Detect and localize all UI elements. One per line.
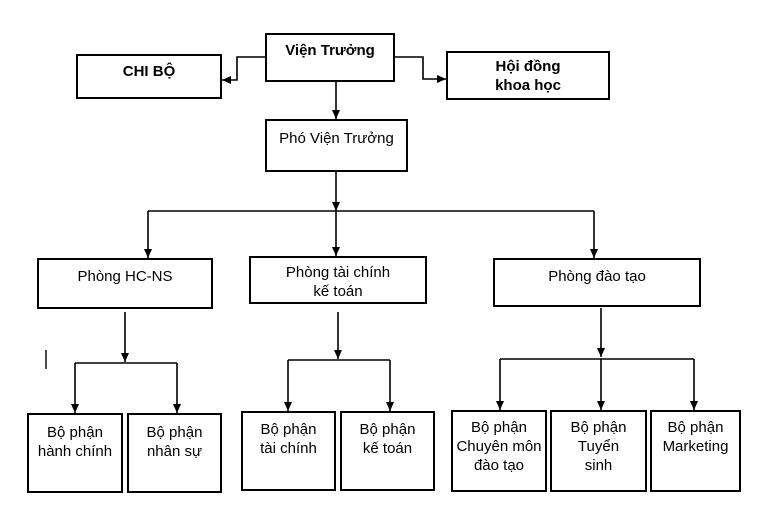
node-pho-vien-truong-label: Phó Viện Trưởng (279, 130, 394, 147)
node-vien-truong-label: Viện Trưởng (285, 42, 375, 59)
node-phong-dao-tao-label: Phòng đào tạo (548, 268, 646, 285)
node-bp-hanh-chinh-line-1: Bộ phận (47, 424, 103, 441)
node-chi-bo-label: CHI BỘ (122, 63, 176, 80)
node-bp-chuyen-mon-dao-tao: Bộ phận Chuyên môn đào tạo (451, 410, 547, 492)
node-vien-truong: Viện Trưởng (265, 33, 395, 82)
node-bp-chuyen-mon-line-3: đào tạo (473, 457, 525, 474)
node-bp-tuyen-sinh-line-2: Tuyển (577, 438, 620, 455)
node-bp-tuyen-sinh-line-1: Bộ phận (570, 419, 627, 436)
node-bp-nhan-su: Bộ phận nhân sự (127, 413, 222, 493)
node-bp-hanh-chinh-line-2: hành chính (37, 443, 113, 460)
node-bp-ke-toan: Bộ phận kế toán (340, 411, 435, 491)
node-bp-hanh-chinh: Bộ phận hành chính (27, 413, 123, 493)
node-bp-ke-toan-line-2: kế toán (362, 440, 413, 457)
node-bp-ke-toan-line-1: Bộ phận (359, 421, 416, 438)
node-bp-chuyen-mon-line-1: Bộ phận (471, 419, 527, 436)
node-bp-tuyen-sinh: Bộ phận Tuyển sinh (550, 410, 647, 492)
node-pho-vien-truong: Phó Viện Trưởng (265, 119, 408, 172)
node-bp-tai-chinh: Bộ phận tài chính (241, 411, 336, 491)
node-bp-nhan-su-line-1: Bộ phận (146, 424, 203, 441)
node-chi-bo: CHI BỘ (76, 54, 222, 99)
node-bp-marketing-line-1: Bộ phận (667, 419, 724, 436)
arrow-to-hoi-dong (394, 56, 446, 83)
node-hoi-dong-line-1: Hội đồng (495, 58, 561, 75)
node-phong-tai-chinh-ke-toan: Phòng tài chính kế toán (249, 256, 427, 304)
node-bp-nhan-su-line-2: nhân sự (146, 443, 203, 460)
node-phong-hcns-label: Phòng HC-NS (77, 268, 173, 285)
node-bp-tai-chinh-line-2: tài chính (260, 440, 317, 457)
node-bp-tuyen-sinh-line-3: sinh (584, 457, 613, 474)
node-bp-marketing: Bộ phận Marketing (650, 410, 741, 492)
node-hoi-dong-line-2: khoa học (495, 77, 561, 94)
node-phong-tai-chinh-line-2: kế toán (313, 283, 363, 300)
node-hoi-dong-khoa-hoc: Hội đồng khoa học (446, 51, 610, 100)
node-phong-hcns: Phòng HC-NS (37, 258, 213, 309)
node-bp-chuyen-mon-line-2: Chuyên môn (456, 438, 542, 455)
node-phong-dao-tao: Phòng đào tạo (493, 258, 701, 307)
node-phong-tai-chinh-line-1: Phòng tài chính (285, 264, 391, 281)
arrow-to-chi-bo (222, 56, 265, 84)
node-bp-marketing-line-2: Marketing (662, 438, 729, 455)
node-bp-tai-chinh-line-1: Bộ phận (260, 421, 317, 438)
